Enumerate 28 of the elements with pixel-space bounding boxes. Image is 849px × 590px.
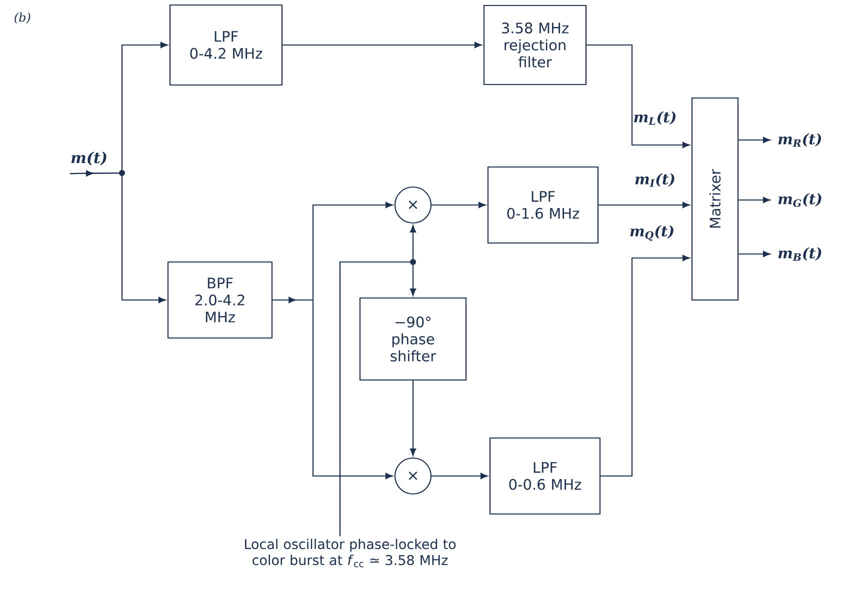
filter-box: BPF 2.0-4.2 MHz	[167, 261, 273, 339]
filter-box: LPF 0-0.6 MHz	[489, 437, 601, 515]
edge-label: m$_{B}$(t)	[778, 247, 822, 261]
arrow	[410, 380, 416, 456]
arrow	[600, 254, 690, 477]
filter-box: −90° phase shifter	[359, 297, 467, 381]
filter-box: LPF 0-4.2 MHz	[169, 4, 283, 86]
arrow	[282, 42, 482, 48]
filter-box: LPF 0-1.6 MHz	[487, 166, 599, 244]
arrow	[432, 202, 486, 208]
arrow	[432, 472, 488, 480]
edge-label: m$_{R}$(t)	[778, 133, 822, 147]
edge-label: m$_{Q}$(t)	[630, 225, 674, 241]
arrow	[70, 172, 166, 304]
arrow	[738, 136, 770, 144]
matrixer-box: Matrixer	[691, 97, 739, 301]
signal-label: m(t)	[71, 152, 106, 166]
arrow	[272, 299, 393, 480]
arrow	[598, 202, 690, 208]
edge-label: m$_{G}$(t)	[778, 193, 822, 207]
arrow	[738, 250, 770, 258]
filter-box: 3.58 MHz rejection filter	[483, 4, 587, 86]
arrow	[738, 196, 770, 204]
panel-label: (b)	[14, 12, 30, 24]
oscillator-note: Local oscillator phase-locked to color burst at f$_{cc}$ ≃ 3.58 MHz	[245, 538, 456, 568]
edge-label: m$_{L}$(t)	[634, 111, 676, 125]
edge-label: m$_{I}$(t)	[635, 173, 674, 187]
arrow	[586, 44, 690, 148]
